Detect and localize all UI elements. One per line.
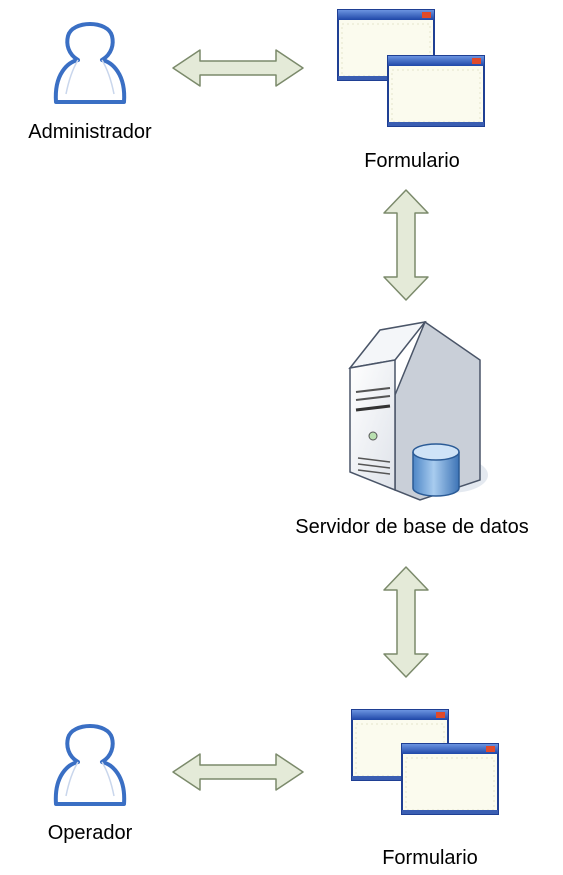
- database-server-icon: [348, 320, 488, 501]
- form-top-label: Formulario: [364, 150, 460, 172]
- admin-label: Administrador: [28, 121, 152, 143]
- operator-label: Operador: [48, 822, 133, 844]
- operator-user-icon: [53, 724, 127, 806]
- admin-user-icon: [53, 22, 127, 104]
- admin-form-double-arrow: [172, 49, 304, 87]
- form-bottom-label: Formulario: [382, 847, 478, 869]
- form-top-window-stack-icon: [337, 9, 485, 127]
- form-server-double-arrow: [383, 189, 429, 301]
- form-bottom-window-stack-icon: [351, 709, 499, 815]
- server-form-double-arrow: [383, 566, 429, 678]
- operator-form-double-arrow: [172, 753, 304, 791]
- server-label: Servidor de base de datos: [295, 516, 529, 538]
